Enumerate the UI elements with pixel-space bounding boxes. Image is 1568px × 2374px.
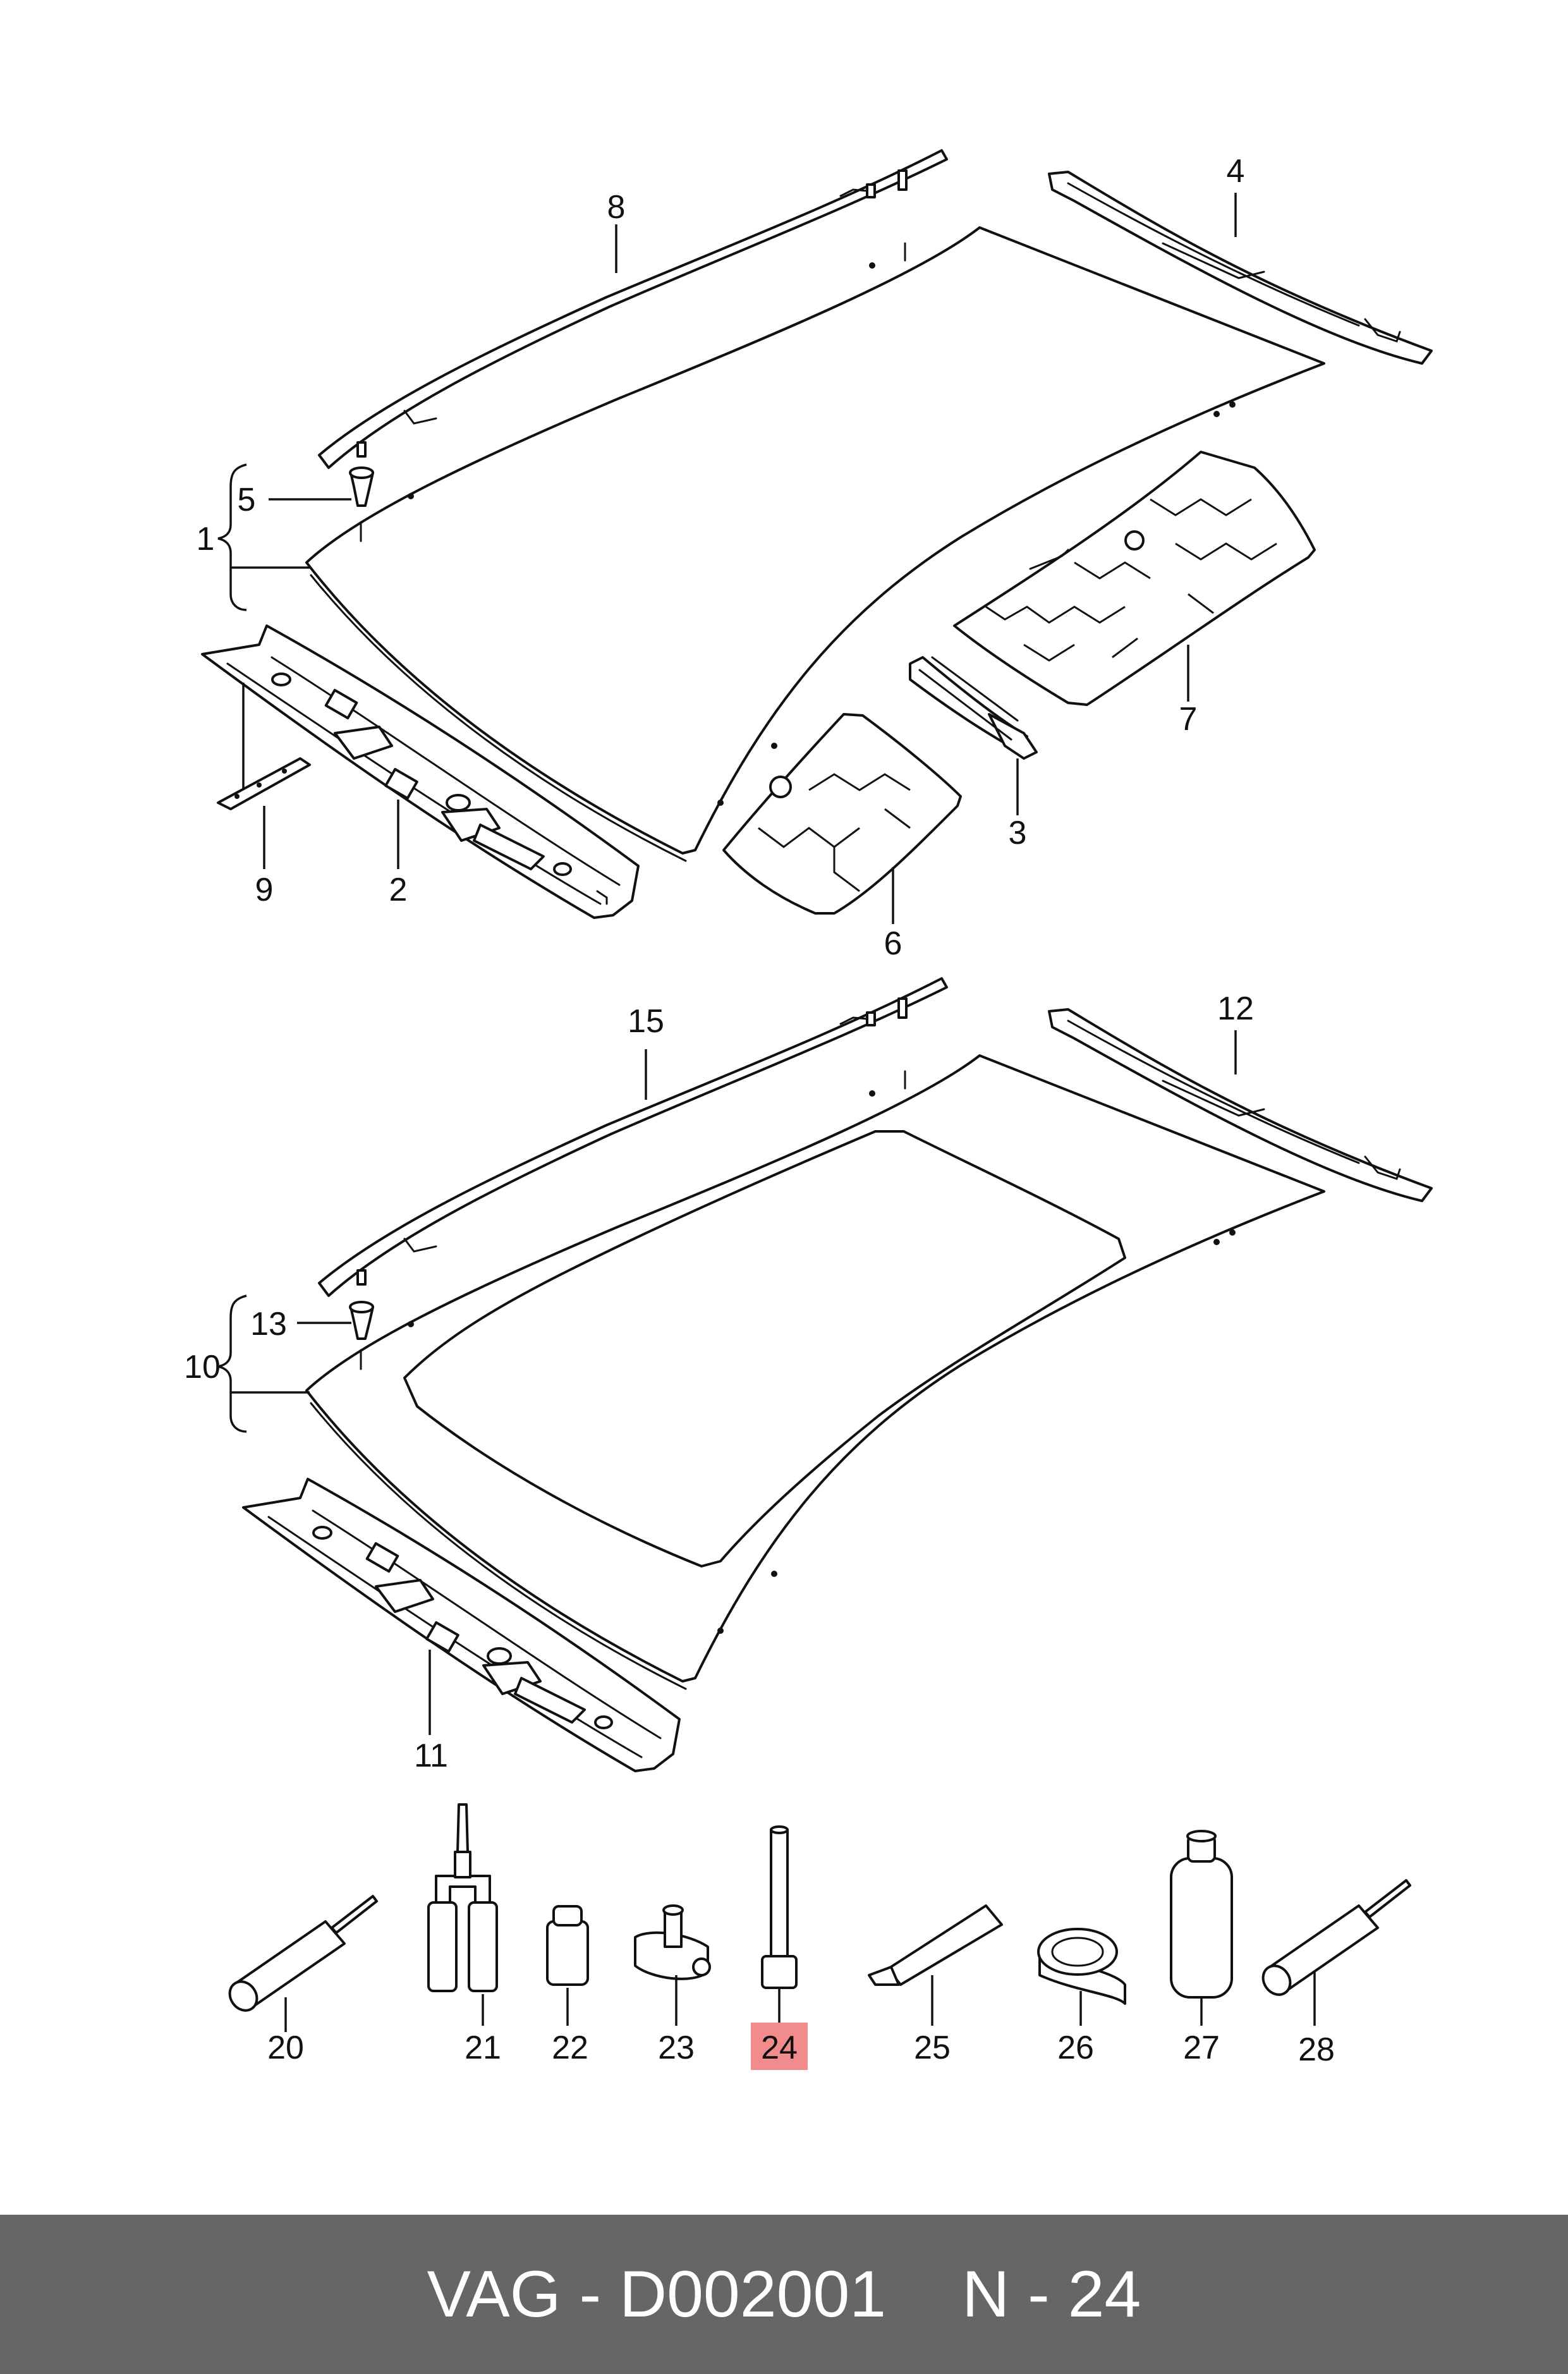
roof-assembly-top [201, 149, 1433, 919]
callout-8: 8 [607, 189, 626, 226]
cartridge-28 [1261, 1879, 1411, 1996]
callout-23: 23 [658, 2030, 695, 2066]
applicator-24 [761, 1825, 798, 1989]
roof-assembly-bottom [242, 977, 1433, 1772]
callout-2: 2 [389, 872, 408, 908]
callout-10: 10 [184, 1349, 221, 1385]
twin-cartridge-21 [427, 1803, 498, 1992]
callout-6: 6 [884, 925, 903, 962]
cross-brace-3 [909, 656, 1038, 760]
accessories-row [228, 1803, 1411, 2012]
callout-24: 24 [761, 2030, 798, 2066]
parts-diagram: 8 4 5 1 7 3 9 2 6 15 12 13 10 11 20 21 2… [184, 149, 1433, 2070]
callout-28: 28 [1298, 2031, 1335, 2068]
bracket-9 [217, 757, 311, 810]
callout-3: 3 [1009, 815, 1027, 851]
callout-labels: 8 4 5 1 7 3 9 2 6 15 12 13 10 11 20 21 2… [184, 153, 1335, 2070]
rear-cross-member-12 [1048, 1008, 1433, 1202]
part-number: VAG - D002001 [427, 2257, 887, 2331]
callout-21: 21 [465, 2030, 501, 2066]
callout-27: 27 [1183, 2030, 1220, 2066]
callout-1: 1 [197, 521, 215, 557]
clip-5 [349, 466, 374, 507]
callout-9: 9 [255, 872, 274, 908]
roof-rail-15 [318, 977, 948, 1297]
holder-23 [634, 1904, 711, 1980]
cartridge-20 [228, 1895, 378, 2012]
roof-panel-10 [305, 1054, 1325, 1690]
callout-20: 20 [267, 2030, 304, 2066]
callout-22: 22 [552, 2030, 588, 2066]
diagram-position: N - 24 [962, 2257, 1141, 2331]
callout-13: 13 [250, 1306, 287, 1342]
callout-5: 5 [238, 482, 256, 518]
insulation-mat-7 [953, 451, 1316, 706]
callout-26: 26 [1057, 2030, 1094, 2066]
callout-15: 15 [628, 1003, 664, 1040]
container-22 [546, 1905, 589, 1986]
callout-25: 25 [914, 2030, 951, 2066]
tape-roll-26 [1037, 1928, 1126, 2005]
insulation-mat-6 [722, 713, 962, 915]
callout-24-highlight [751, 2023, 808, 2070]
roof-rail-8 [318, 149, 948, 469]
callout-7: 7 [1179, 701, 1198, 738]
tube-25 [868, 1904, 1003, 1986]
bottle-27 [1170, 1830, 1233, 1999]
rear-cross-member-4 [1048, 171, 1433, 365]
callout-4: 4 [1227, 153, 1245, 190]
clip-13 [349, 1301, 374, 1340]
leader-lines [217, 193, 1316, 2032]
footer-bar: VAG - D002001 N - 24 [0, 2215, 1568, 2374]
callout-11: 11 [414, 1738, 448, 1774]
front-cross-member-2 [201, 624, 640, 919]
front-cross-member-11 [242, 1478, 681, 1772]
roof-panel-1 [305, 226, 1325, 862]
callout-12: 12 [1217, 990, 1254, 1027]
